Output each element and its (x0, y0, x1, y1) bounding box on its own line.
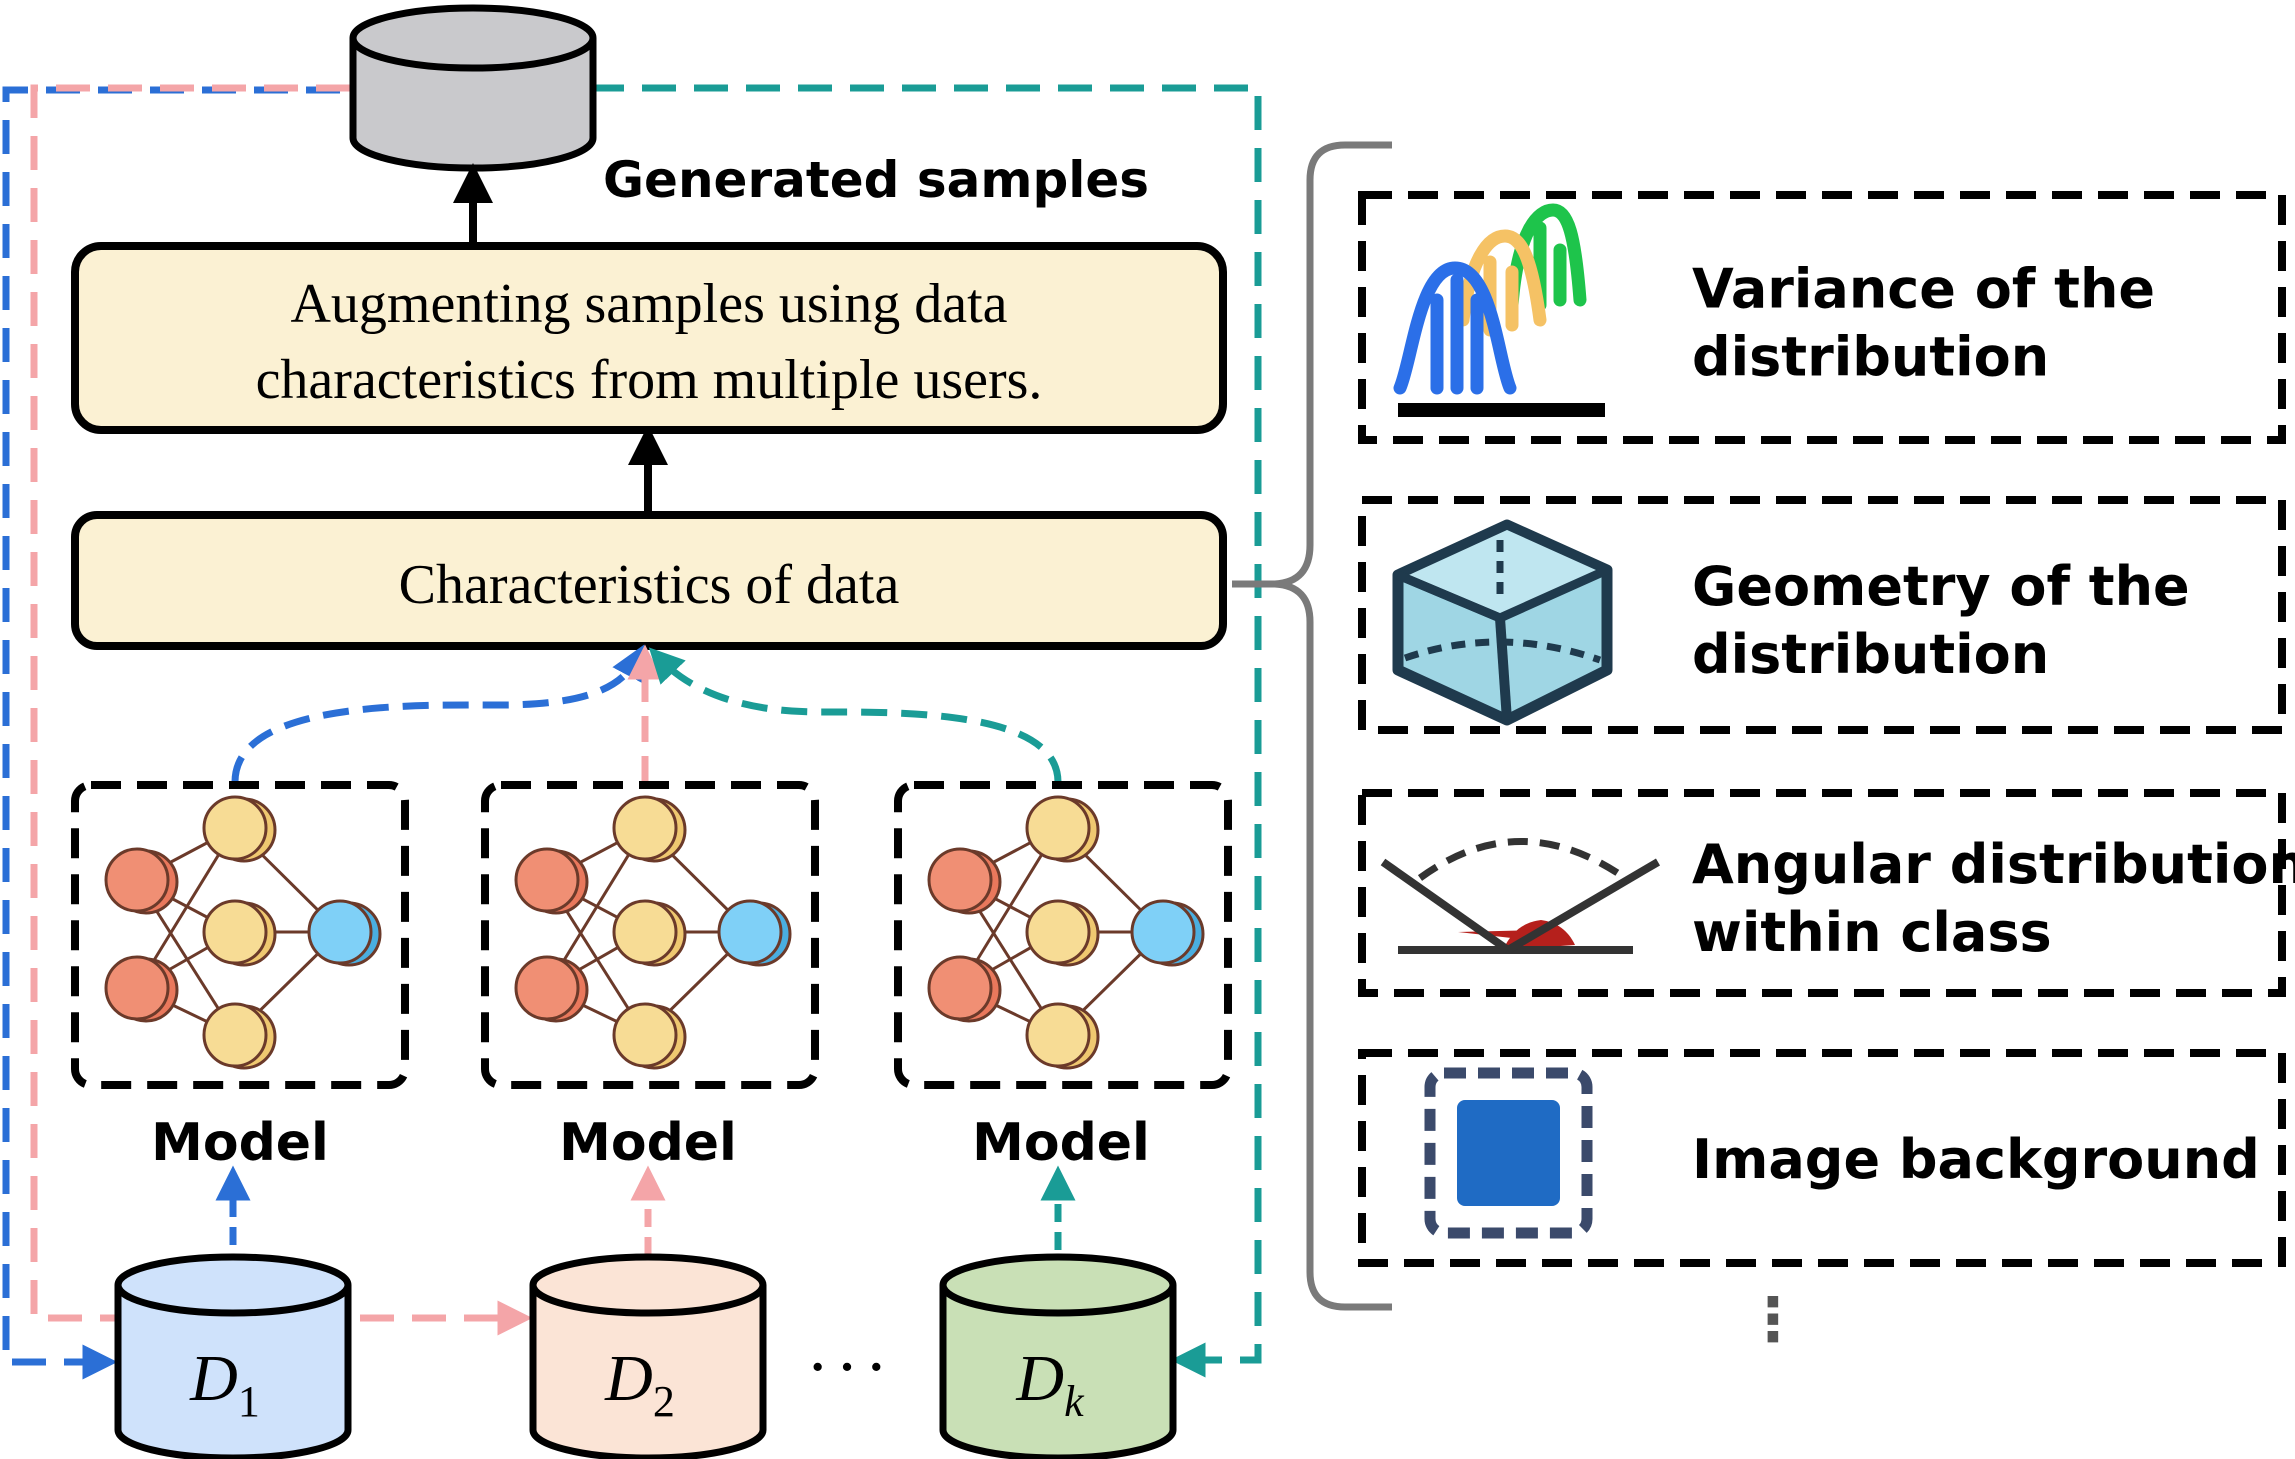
hidden-node (1025, 795, 1091, 861)
hidden-node (202, 795, 268, 861)
dataset-label: D2 (604, 1342, 675, 1426)
dataset-1: D1 (114, 1253, 352, 1459)
hidden-node (202, 899, 268, 965)
dataset-label-base: D (604, 1342, 653, 1415)
dataset-label: D1 (189, 1342, 260, 1426)
models-layer (71, 781, 1232, 1089)
dataset-label-base: D (189, 1342, 238, 1415)
characteristic-line1: Variance of the (1692, 258, 2155, 321)
dataset-label-sub: 1 (238, 1377, 260, 1426)
dataset-body (939, 1285, 1177, 1459)
characteristics-label: Characteristics of data (399, 554, 900, 616)
cube-icon (1392, 519, 1613, 726)
dataset-label: Dk (1015, 1342, 1085, 1426)
augment-text-line1: Augmenting samples using data (290, 273, 1007, 335)
angle-icon (1380, 838, 1661, 954)
hidden-node (1025, 1002, 1091, 1068)
input-node (927, 847, 993, 913)
characteristic-line2: distribution (1692, 326, 2049, 389)
dataset-label-base: D (1015, 1342, 1064, 1415)
list-ellipsis: ⋮ (1743, 1285, 1803, 1355)
dataset-ellipsis: ··· (806, 1329, 894, 1406)
output-node (1130, 899, 1196, 965)
characteristic-line2: within class (1692, 901, 2052, 964)
input-node (927, 955, 993, 1021)
dataset-top (114, 1253, 352, 1317)
userk-loop (590, 84, 1262, 1378)
dataset-label-sub: 2 (653, 1377, 675, 1426)
model-box (71, 781, 409, 1089)
dataset-body (529, 1285, 767, 1459)
dataset-to-model-arrows (215, 1165, 1076, 1255)
input-node (514, 847, 580, 913)
dataset-label-sub: k (1064, 1377, 1085, 1426)
dataset-3: Dk (939, 1253, 1177, 1459)
output-node (307, 899, 373, 965)
curve-model1 (231, 644, 645, 783)
generated-samples-database (349, 4, 597, 172)
image-background-icon (1424, 1067, 1593, 1239)
generated-samples-label: Generated samples (603, 151, 1149, 209)
model-label-2: Model (559, 1113, 737, 1173)
hidden-node (612, 795, 678, 861)
characteristic-line1: Image background (1692, 1128, 2260, 1191)
input-node (104, 955, 170, 1021)
dataset-body (114, 1285, 352, 1459)
dataset-top (529, 1253, 767, 1317)
model-box (481, 781, 819, 1089)
augment-box (71, 242, 1227, 434)
hidden-node (1025, 899, 1091, 965)
characteristic-line1: Geometry of the (1692, 555, 2190, 618)
curve-modelk (648, 647, 1062, 783)
input-node (104, 847, 170, 913)
dataset-top (939, 1253, 1177, 1317)
characteristic-line1: Angular distribution (1692, 833, 2295, 896)
augment-text-line2: characteristics from multiple users. (256, 349, 1043, 411)
hidden-node (612, 899, 678, 965)
hidden-node (202, 1002, 268, 1068)
input-node (514, 955, 580, 1021)
model-label-k: Model (972, 1113, 1150, 1173)
characteristic-frame (1358, 1049, 2286, 1267)
right-brace (1232, 141, 1392, 1311)
model-box (894, 781, 1232, 1089)
hidden-node (612, 1002, 678, 1068)
dataset-2: D2 (529, 1253, 767, 1459)
output-node (717, 899, 783, 965)
characteristic-line2: distribution (1692, 623, 2049, 686)
model-to-characteristics-arrows (231, 644, 1062, 783)
bell-curves-icon (1393, 203, 1605, 417)
model-label-1: Model (151, 1113, 329, 1173)
characteristic-frame (1358, 789, 2286, 997)
characteristic-item: Image background (1358, 1049, 2286, 1267)
